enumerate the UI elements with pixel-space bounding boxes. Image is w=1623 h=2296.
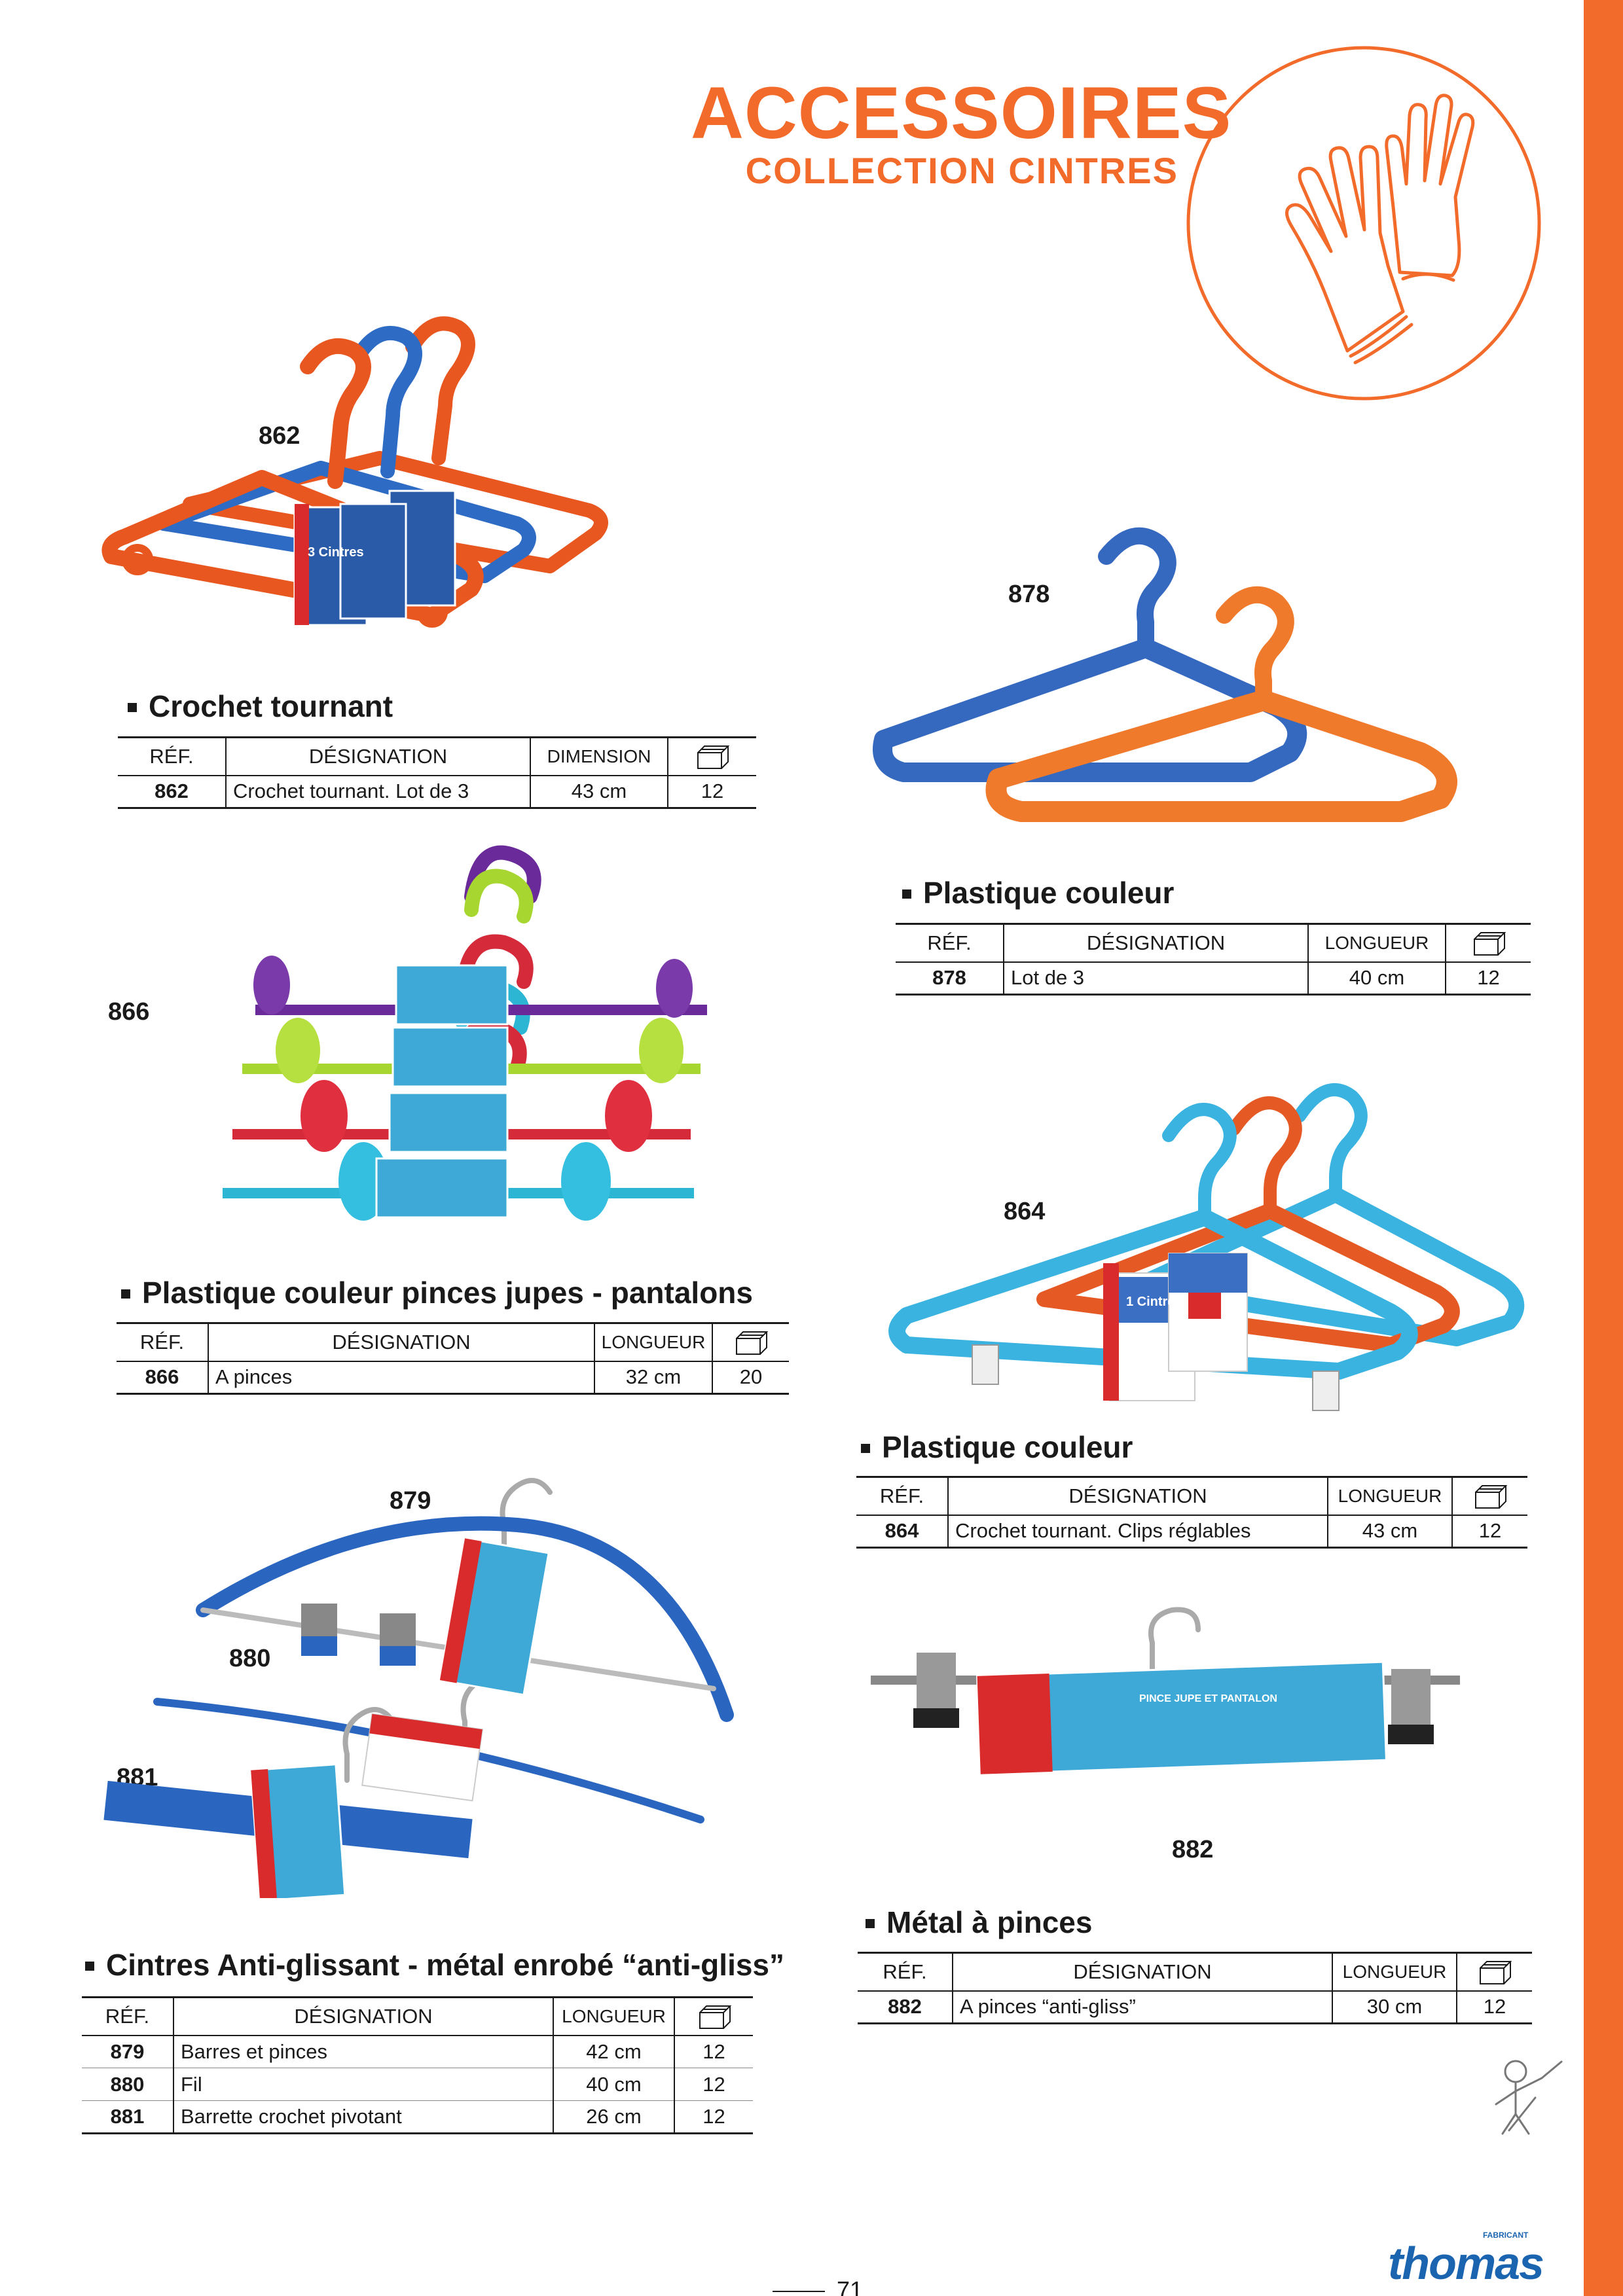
spec-table-864: RÉF. DÉSIGNATION LONGUEUR 864 Crochet to… bbox=[856, 1476, 1527, 1549]
photo-ref-label: 864 bbox=[1004, 1198, 1046, 1225]
table-row: 880 Fil 40 cm 12 bbox=[82, 2068, 753, 2101]
col-designation: DÉSIGNATION bbox=[947, 1476, 1328, 1516]
col-quantity bbox=[674, 1996, 753, 2036]
section-title-878: Plastique couleur bbox=[902, 875, 1174, 910]
col-designation: DÉSIGNATION bbox=[1003, 923, 1308, 963]
col-length: LONGUEUR bbox=[594, 1322, 712, 1362]
hangers-879-880-881-photo bbox=[103, 1478, 734, 1898]
mascot-sweeper-icon bbox=[1495, 2060, 1563, 2135]
table-row: 878 Lot de 3 40 cm 12 bbox=[896, 961, 1531, 996]
brand-tagline: FABRICANT bbox=[1483, 2231, 1529, 2240]
col-ref: RÉF. bbox=[858, 1952, 953, 1992]
col-quantity bbox=[667, 736, 756, 776]
page-subtitle: COLLECTION CINTRES bbox=[745, 150, 1178, 191]
hanger-866-photo bbox=[223, 845, 707, 1221]
col-length: LONGUEUR bbox=[553, 1996, 674, 2036]
hanger-882-photo: PINCE JUPE ET PANTALON bbox=[871, 1607, 1460, 1776]
spec-table-879: RÉF. DÉSIGNATION LONGUEUR 879 Barres et … bbox=[82, 1996, 753, 2134]
col-ref: RÉF. bbox=[118, 736, 226, 776]
col-quantity bbox=[1445, 923, 1531, 963]
box-icon bbox=[1475, 1484, 1508, 1509]
col-ref: RÉF. bbox=[82, 1996, 173, 2036]
pack-label-864: 1 Cintre bbox=[1126, 1295, 1175, 1309]
col-length: LONGUEUR bbox=[1327, 1476, 1452, 1516]
col-length: LONGUEUR bbox=[1332, 1952, 1457, 1992]
table-row: 882 A pinces “anti-gliss” 30 cm 12 bbox=[858, 1990, 1532, 2024]
hanger-862-photo: 3 Cintres bbox=[101, 316, 608, 628]
col-quantity bbox=[1456, 1952, 1532, 1992]
box-icon bbox=[736, 1331, 769, 1355]
hanger-864-photo: 1 Cintre bbox=[888, 1083, 1525, 1411]
spec-table-866: RÉF. DÉSIGNATION LONGUEUR 866 A pinces 3… bbox=[117, 1322, 789, 1395]
col-length: LONGUEUR bbox=[1307, 923, 1446, 963]
pack-label-862: 3 Cintres bbox=[308, 545, 364, 560]
col-designation: DÉSIGNATION bbox=[173, 1996, 553, 2036]
col-ref: RÉF. bbox=[856, 1476, 948, 1516]
col-designation: DÉSIGNATION bbox=[225, 736, 530, 776]
hanger-878-photo bbox=[873, 527, 1457, 822]
pack-label-882: PINCE JUPE ET PANTALON bbox=[1139, 1693, 1277, 1704]
spec-table-882: RÉF. DÉSIGNATION LONGUEUR 882 A pinces “… bbox=[858, 1952, 1532, 2024]
photo-ref-label: 878 bbox=[1008, 581, 1050, 608]
spec-table-862: RÉF. DÉSIGNATION DIMENSION 862 Crochet t… bbox=[118, 736, 756, 809]
photo-ref-label: 862 bbox=[259, 422, 301, 450]
page-title: ACCESSOIRES bbox=[691, 72, 1232, 154]
gloves-icon bbox=[1186, 46, 1541, 401]
section-title-864: Plastique couleur bbox=[861, 1429, 1133, 1465]
col-quantity bbox=[712, 1322, 789, 1362]
box-icon bbox=[1480, 1960, 1512, 1984]
col-dimension: DIMENSION bbox=[530, 736, 668, 776]
col-quantity bbox=[1451, 1476, 1527, 1516]
photo-ref-label-879: 879 bbox=[390, 1487, 431, 1515]
col-designation: DÉSIGNATION bbox=[952, 1952, 1332, 1992]
photo-ref-label: 882 bbox=[1172, 1836, 1214, 1863]
table-row: 864 Crochet tournant. Clips réglables 43… bbox=[856, 1515, 1527, 1549]
box-icon bbox=[1473, 931, 1506, 956]
table-row: 879 Barres et pinces 42 cm 12 bbox=[82, 2035, 753, 2068]
box-icon bbox=[699, 2005, 731, 2029]
col-ref: RÉF. bbox=[117, 1322, 208, 1362]
section-title-882: Métal à pinces bbox=[866, 1905, 1092, 1940]
box-icon bbox=[697, 745, 730, 769]
orange-side-band bbox=[1584, 0, 1623, 2296]
spec-table-878: RÉF. DÉSIGNATION LONGUEUR 878 Lot de 3 4… bbox=[896, 923, 1531, 996]
table-row: 866 A pinces 32 cm 20 bbox=[117, 1361, 789, 1395]
brand-logo: thomas bbox=[1388, 2238, 1544, 2289]
table-row: 862 Crochet tournant. Lot de 3 43 cm 12 bbox=[118, 775, 756, 809]
section-title-862: Crochet tournant bbox=[128, 689, 393, 724]
photo-ref-label-880: 880 bbox=[229, 1645, 271, 1672]
section-title-879: Cintres Anti-glissant - métal enrobé “an… bbox=[85, 1947, 784, 1982]
col-designation: DÉSIGNATION bbox=[208, 1322, 594, 1362]
photo-ref-label: 866 bbox=[108, 998, 150, 1026]
section-title-866: Plastique couleur pinces jupes - pantalo… bbox=[121, 1275, 753, 1310]
table-row: 881 Barrette crochet pivotant 26 cm 12 bbox=[82, 2100, 753, 2134]
page-number: 71 bbox=[727, 2276, 897, 2296]
col-ref: RÉF. bbox=[896, 923, 1004, 963]
